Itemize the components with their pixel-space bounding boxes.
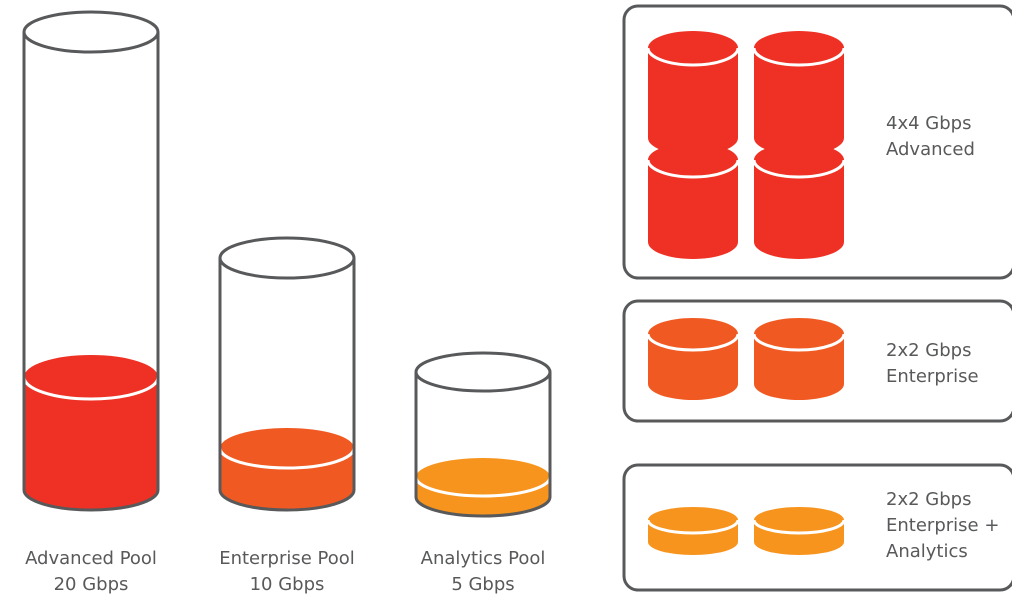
- pool-capacity: 20 Gbps: [53, 574, 129, 595]
- pool-capacity: 10 Gbps: [249, 574, 325, 595]
- advanced-group-box: [622, 4, 1012, 280]
- enterprise-disk: [646, 318, 740, 400]
- pool-name: Enterprise Pool: [219, 548, 355, 569]
- pool-capacity: 5 Gbps: [451, 574, 515, 595]
- advanced-disk: [646, 143, 740, 259]
- advanced-disk: [646, 31, 740, 155]
- group-rate: 2x2 Gbps: [886, 489, 972, 510]
- group-rate: 2x2 Gbps: [886, 340, 972, 361]
- analytics-pool-caption: Analytics Pool 5 Gbps: [393, 546, 573, 598]
- pool-name: Advanced Pool: [25, 548, 157, 569]
- group-tier: Advanced: [886, 139, 975, 160]
- advanced-group-label: 4x4 Gbps Advanced: [886, 111, 975, 163]
- analytics-pool-cylinder: [414, 351, 552, 518]
- group-rate: 4x4 Gbps: [886, 113, 972, 134]
- enterprise-disk: [752, 318, 846, 400]
- enterprise-pool-caption: Enterprise Pool 10 Gbps: [197, 546, 377, 598]
- enterprise-group-box: [622, 299, 1012, 423]
- advanced-disk: [752, 31, 846, 155]
- group-tier: Enterprise +: [886, 515, 1000, 536]
- pool-name: Analytics Pool: [420, 548, 546, 569]
- group-tier: Enterprise: [886, 366, 979, 387]
- enterprise-group-label: 2x2 Gbps Enterprise: [886, 338, 979, 390]
- analytics-group-box: [622, 463, 1012, 592]
- analytics-disk: [752, 507, 846, 555]
- advanced-pool-cylinder: [22, 10, 160, 512]
- group-tier-extra: Analytics: [886, 541, 968, 562]
- enterprise-pool-cylinder: [218, 236, 356, 512]
- advanced-pool-caption: Advanced Pool 20 Gbps: [1, 546, 181, 598]
- analytics-disk: [646, 507, 740, 555]
- analytics-group-label: 2x2 Gbps Enterprise + Analytics: [886, 487, 999, 565]
- advanced-disk: [752, 143, 846, 259]
